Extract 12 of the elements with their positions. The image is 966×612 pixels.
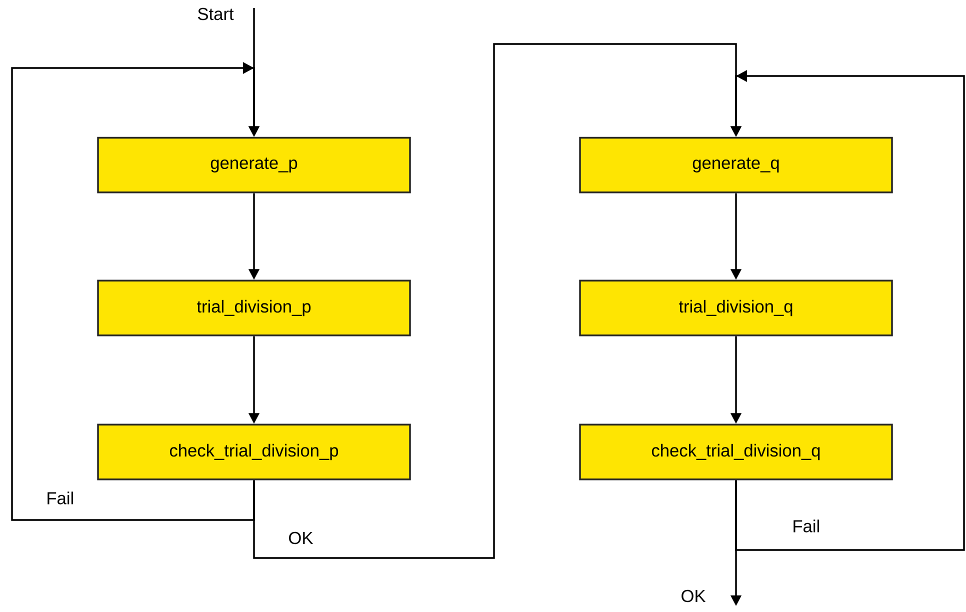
process-box: check_trial_division_q (579, 424, 893, 480)
edge-label: OK (682, 590, 706, 602)
process-box: generate_q (579, 136, 893, 194)
process-box: generate_p (97, 136, 411, 194)
arrow (11, 62, 260, 521)
edge-label: Fail (794, 520, 819, 532)
edge-label: Fail (48, 492, 73, 504)
edge-label: OK (289, 532, 314, 544)
process-box: check_trial_division_p (97, 424, 411, 480)
process-box: trial_division_q (579, 280, 893, 336)
process-box: trial_division_p (97, 280, 411, 336)
edge-label: Start (198, 8, 234, 20)
